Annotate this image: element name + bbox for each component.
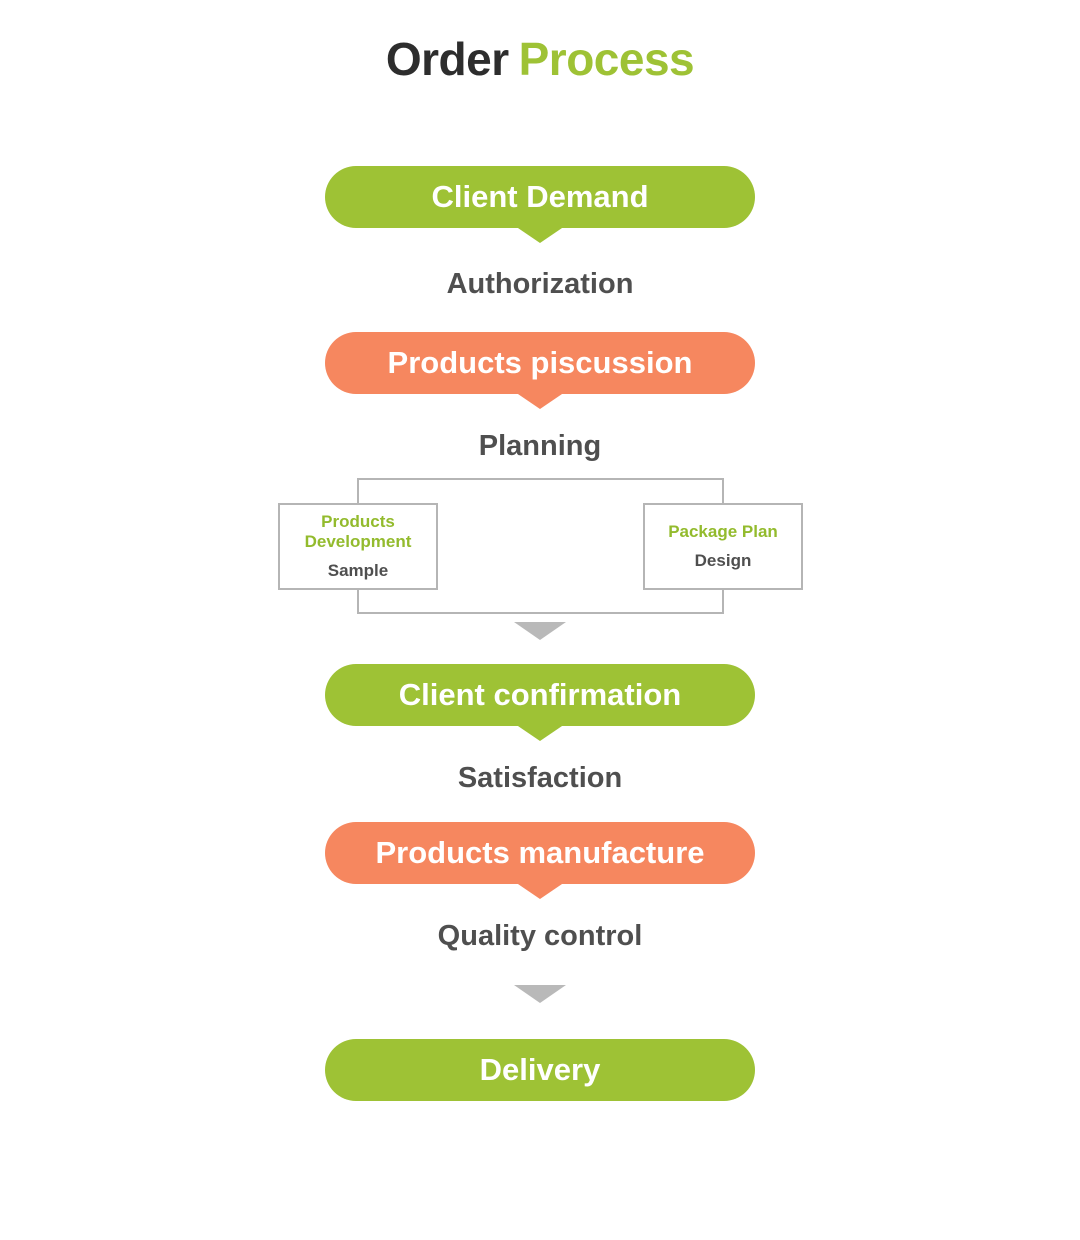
branch-box-package-plan-title: Package Plan (668, 522, 778, 542)
step-products-discussion-label: Products piscussion (387, 345, 693, 380)
branch-box-package-plan-subtitle: Design (694, 550, 752, 570)
step-products-manufacture-label: Products manufacture (375, 835, 705, 870)
step-products-manufacture-tail (515, 882, 565, 899)
step-products-discussion-tail (515, 392, 565, 409)
connector-quality-control: Quality control (437, 920, 643, 952)
page-title-process: Process (518, 33, 695, 85)
page-title-order: Order (385, 33, 509, 85)
connector-satisfaction: Satisfaction (457, 762, 623, 794)
down-arrow-icon (514, 622, 566, 640)
step-delivery-label: Delivery (479, 1052, 601, 1087)
step-delivery: Delivery (325, 1039, 755, 1101)
branch-box-products-development: Products Development Sample (278, 503, 438, 590)
connector-planning: Planning (478, 430, 602, 462)
down-arrow-icon (514, 985, 566, 1003)
branch-box-products-development-subtitle: Sample (327, 560, 389, 580)
step-products-manufacture: Products manufacture (325, 822, 755, 899)
step-client-confirmation: Client confirmation (325, 664, 755, 741)
step-products-discussion: Products piscussion (325, 332, 755, 409)
step-client-demand: Client Demand (325, 166, 755, 243)
step-client-demand-label: Client Demand (431, 179, 649, 214)
step-client-confirmation-tail (515, 724, 565, 741)
connector-authorization: Authorization (446, 268, 634, 300)
step-client-demand-tail (515, 226, 565, 243)
step-client-confirmation-label: Client confirmation (398, 677, 682, 712)
branch-box-package-plan: Package Plan Design (643, 503, 803, 590)
branch-box-products-development-title: Products Development (304, 512, 412, 551)
